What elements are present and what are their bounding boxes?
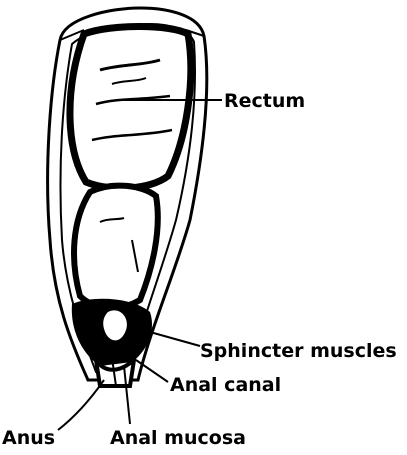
label-anal-mucosa: Anal mucosa [110,427,246,449]
label-anus: Anus [2,427,55,449]
leader-anus [58,380,104,430]
leader-sphincter-muscles [150,332,200,346]
label-rectum: Rectum [224,90,305,112]
rectum-upper-chamber [70,27,191,189]
rectal-ampulla [74,186,158,308]
label-sphincter-muscles: Sphincter muscles [200,340,397,362]
label-anal-canal: Anal canal [170,374,281,396]
